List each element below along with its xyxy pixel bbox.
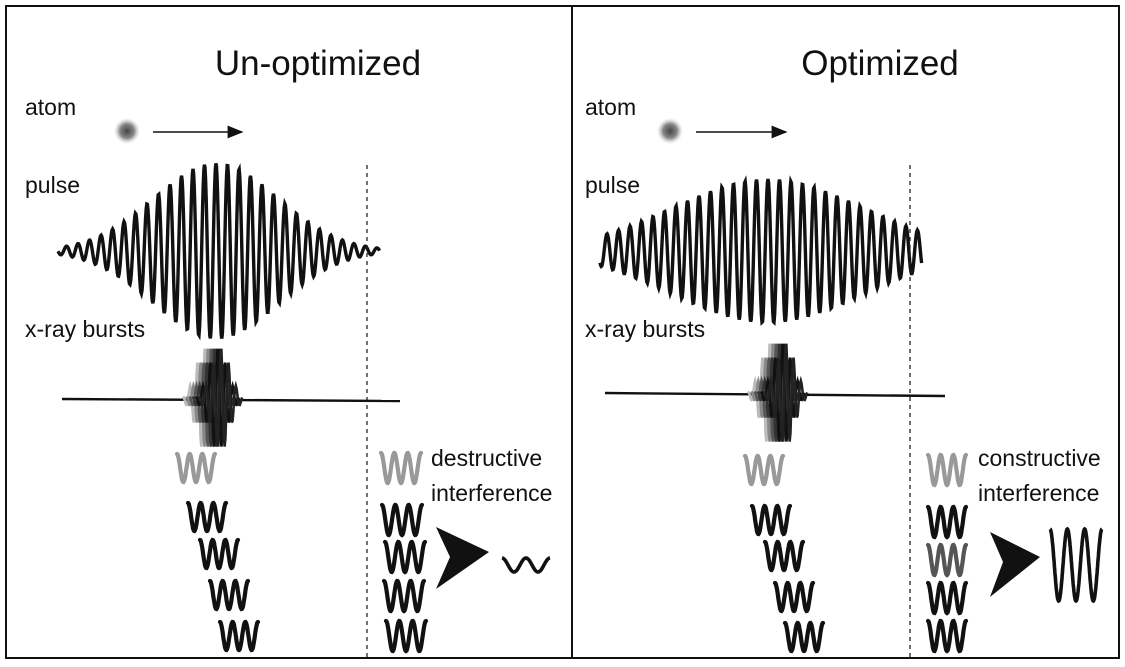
wavelet — [742, 453, 786, 487]
result-wave-large — [1048, 526, 1104, 604]
bursts-label: x-ray bursts — [25, 316, 145, 342]
xray-burst — [756, 343, 803, 442]
wavelet — [925, 618, 969, 654]
result-label-line2: interference — [978, 480, 1099, 506]
panel-title: Optimized — [801, 44, 959, 83]
summed-wave-stack — [378, 450, 429, 654]
burst-wave-stack — [742, 453, 826, 654]
summed-wave-stack — [925, 452, 969, 654]
result-label-line1: constructive — [978, 445, 1101, 471]
atom-label: atom — [25, 94, 76, 120]
wavelet — [217, 619, 261, 653]
bursts-label: x-ray bursts — [585, 316, 705, 342]
panel-unoptimized: Un-optimized atom pulse x-ray bursts des… — [25, 44, 552, 658]
wavelet — [379, 502, 425, 538]
xray-burst — [188, 348, 234, 447]
result-wave-small — [501, 556, 551, 574]
wavelet — [383, 618, 429, 654]
pulse-label: pulse — [585, 172, 640, 198]
xray-burst — [753, 343, 799, 442]
atom-icon — [657, 118, 683, 144]
wavelet — [762, 539, 806, 573]
xray-bursts — [747, 343, 809, 442]
atom-icon — [114, 118, 140, 144]
result-label-line2: interference — [431, 480, 552, 506]
wavelet — [378, 450, 424, 486]
wavelet — [174, 451, 218, 485]
laser-pulse — [56, 162, 382, 341]
wavelet — [197, 537, 241, 571]
result-label-line1: destructive — [431, 445, 542, 471]
wavelet — [925, 580, 969, 616]
burst-wave-stack — [174, 451, 261, 653]
wavelet — [925, 504, 969, 540]
xray-bursts — [182, 348, 244, 447]
wavelet — [772, 580, 816, 614]
laser-pulse — [598, 175, 924, 326]
wavelet — [185, 500, 229, 534]
pulse-label: pulse — [25, 172, 80, 198]
wavelet — [925, 452, 969, 488]
panel-title: Un-optimized — [215, 44, 421, 83]
wavelet — [381, 578, 427, 614]
xray-burst — [198, 348, 244, 447]
xray-burst — [191, 348, 238, 447]
wavelet — [782, 620, 826, 654]
wavelet — [749, 503, 793, 537]
result-arrow — [990, 532, 1040, 597]
wavelet — [207, 578, 251, 612]
xray-burst — [759, 343, 806, 442]
panel-optimized: Optimized atom pulse x-ray bursts constr… — [585, 44, 1104, 658]
result-arrow — [436, 527, 489, 589]
wavelet — [382, 539, 428, 575]
figure-border — [5, 5, 1120, 659]
xray-burst — [194, 348, 241, 447]
wavelet — [925, 542, 969, 578]
atom-label: atom — [585, 94, 636, 120]
xray-burst — [763, 343, 809, 442]
